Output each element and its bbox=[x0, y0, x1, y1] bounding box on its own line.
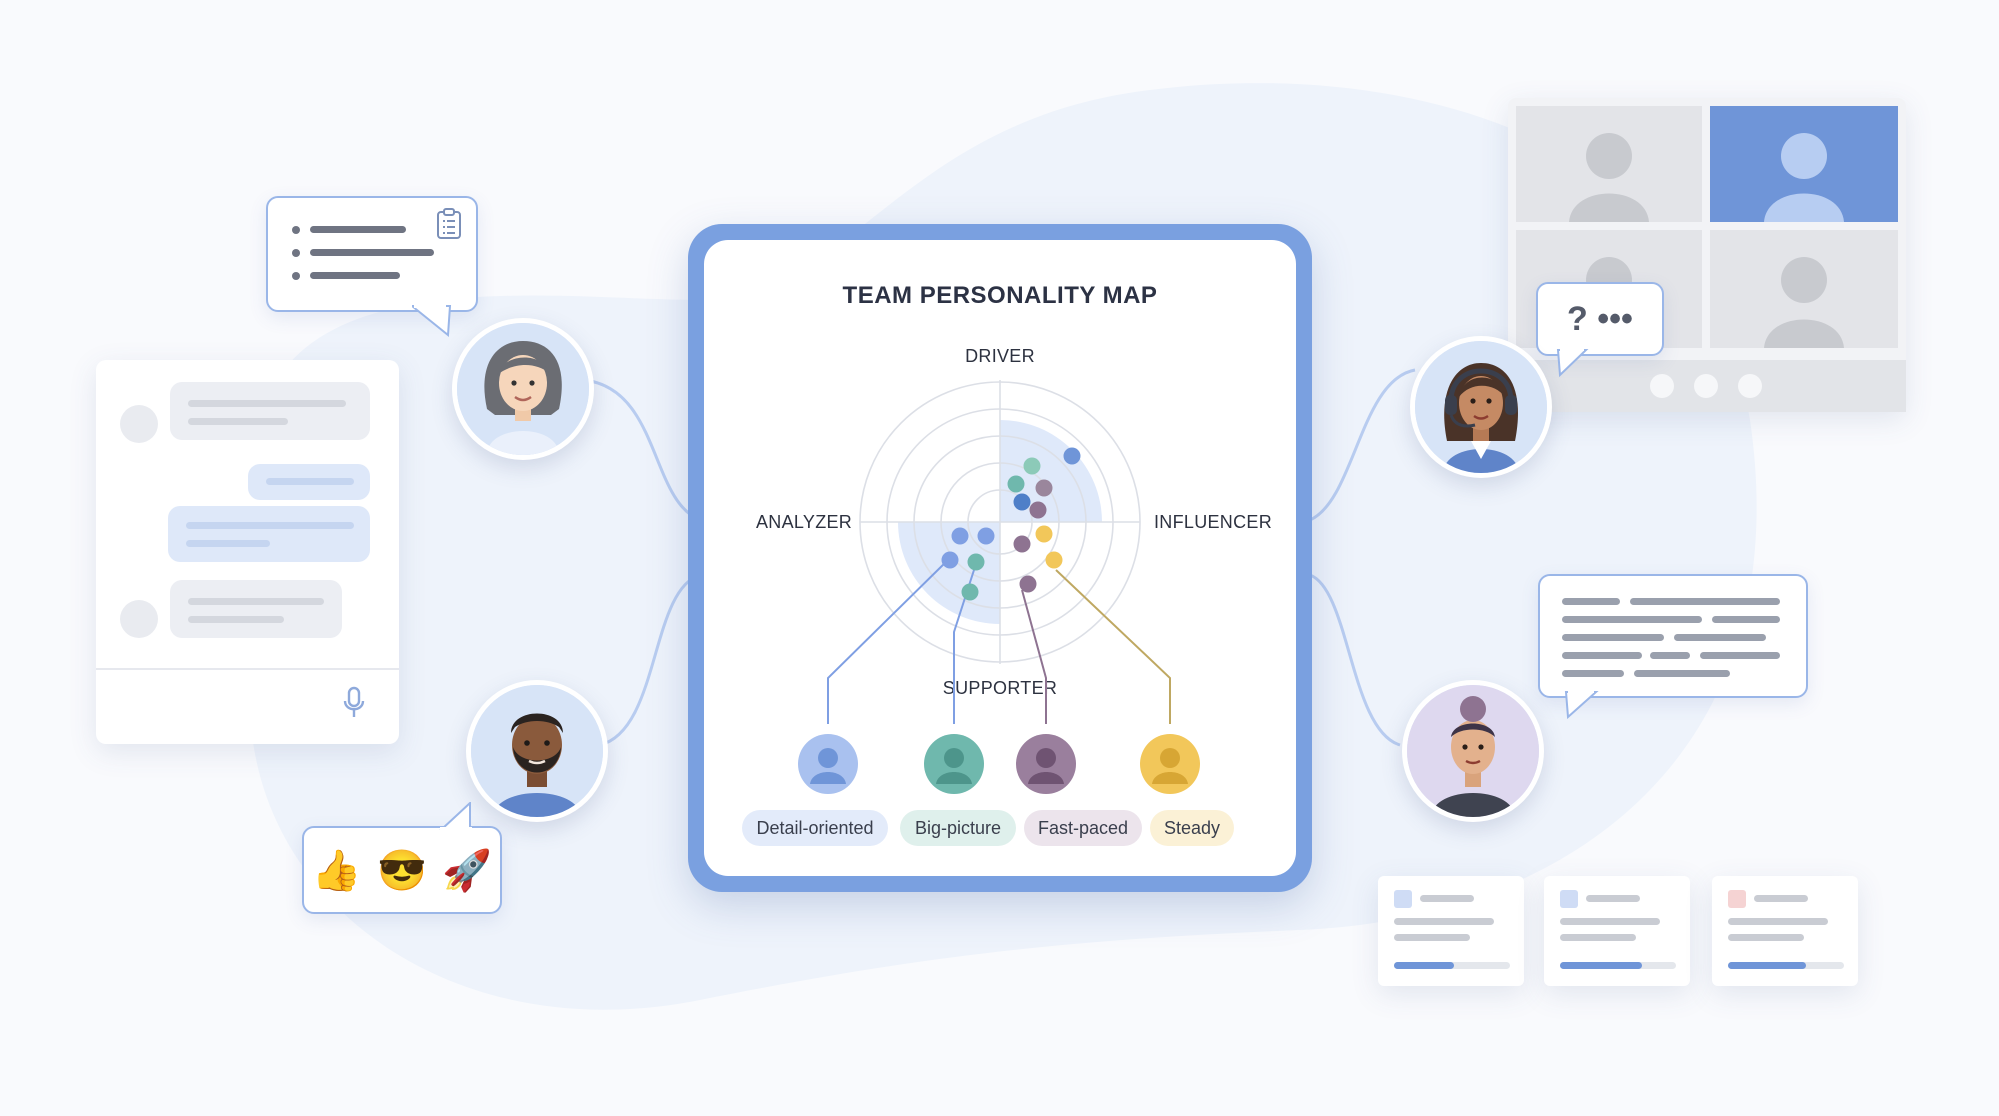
chat-avatar-placeholder bbox=[120, 600, 158, 638]
call-control-button[interactable] bbox=[1694, 374, 1718, 398]
video-tile-active-speaker[interactable] bbox=[1710, 106, 1898, 222]
microphone-icon[interactable] bbox=[342, 686, 366, 720]
avatar-man-beard[interactable] bbox=[466, 680, 608, 822]
chat-panel bbox=[96, 360, 399, 744]
avatar-woman-grey-hair[interactable] bbox=[452, 318, 594, 460]
chat-message-outgoing bbox=[248, 464, 370, 500]
question-typing-text: ? ••• bbox=[1567, 299, 1633, 338]
task-progress-fill bbox=[1394, 962, 1454, 969]
video-tile[interactable] bbox=[1710, 230, 1898, 348]
type-pill-detail-oriented[interactable]: Detail-oriented bbox=[742, 810, 888, 846]
clipboard-icon bbox=[436, 208, 462, 240]
emoji-reaction-bubble[interactable]: 👍 😎 🚀 bbox=[302, 826, 502, 914]
bubble-tail bbox=[412, 305, 452, 337]
chat-message-incoming bbox=[170, 580, 342, 638]
chat-avatar-placeholder bbox=[120, 405, 158, 443]
type-avatar-steady[interactable] bbox=[1140, 734, 1200, 794]
task-card[interactable] bbox=[1544, 876, 1690, 986]
sunglasses-face-icon[interactable]: 😎 bbox=[377, 848, 427, 893]
call-controls-bar bbox=[1508, 360, 1906, 412]
avatar-woman-headset[interactable] bbox=[1410, 336, 1552, 478]
task-card[interactable] bbox=[1712, 876, 1858, 986]
personality-map-frame: TEAM PERSONALITY MAP DRIVER ANALYZER INF… bbox=[688, 224, 1312, 892]
bubble-tail bbox=[1556, 349, 1589, 377]
chat-message-incoming bbox=[170, 382, 370, 440]
personality-map-card: TEAM PERSONALITY MAP DRIVER ANALYZER INF… bbox=[704, 240, 1296, 876]
type-pill-steady[interactable]: Steady bbox=[1150, 810, 1234, 846]
checklist-bubble bbox=[266, 196, 478, 312]
call-control-button[interactable] bbox=[1650, 374, 1674, 398]
axis-label-supporter: SUPPORTER bbox=[942, 678, 1058, 698]
thumbs-up-icon[interactable]: 👍 bbox=[311, 848, 362, 893]
chat-message-outgoing bbox=[168, 506, 370, 562]
call-control-button[interactable] bbox=[1738, 374, 1762, 398]
video-tile[interactable] bbox=[1516, 106, 1702, 222]
type-avatar-detail-oriented[interactable] bbox=[798, 734, 858, 794]
type-pill-big-picture[interactable]: Big-picture bbox=[900, 810, 1016, 846]
type-avatar-big-picture[interactable] bbox=[924, 734, 984, 794]
personality-radar bbox=[827, 380, 1171, 724]
type-pill-fast-paced[interactable]: Fast-paced bbox=[1024, 810, 1142, 846]
rocket-icon[interactable]: 🚀 bbox=[442, 848, 493, 893]
map-title: TEAM PERSONALITY MAP bbox=[842, 282, 1158, 309]
type-avatar-fast-paced[interactable] bbox=[1016, 734, 1076, 794]
axis-label-analyzer: ANALYZER bbox=[756, 512, 853, 532]
task-card[interactable] bbox=[1378, 876, 1524, 986]
task-progress-fill bbox=[1560, 962, 1642, 969]
axis-label-driver: DRIVER bbox=[965, 346, 1035, 366]
document-bubble bbox=[1538, 574, 1808, 698]
task-progress-fill bbox=[1728, 962, 1806, 969]
question-bubble: ? ••• bbox=[1536, 282, 1664, 356]
bubble-tail bbox=[439, 802, 472, 830]
chat-input-divider bbox=[96, 668, 399, 670]
avatar-person-purple-bun[interactable] bbox=[1402, 680, 1544, 822]
axis-label-influencer: INFLUENCER bbox=[1154, 512, 1273, 532]
bubble-tail bbox=[1564, 691, 1599, 719]
